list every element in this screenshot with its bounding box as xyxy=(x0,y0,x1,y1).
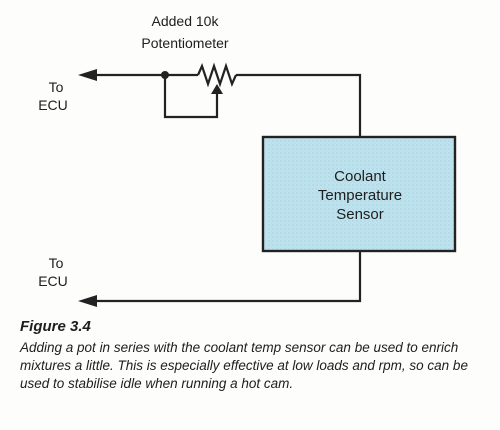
bottom-arrow-icon xyxy=(78,295,97,307)
sensor-label-line2: Temperature xyxy=(317,186,403,204)
ecu-top-label-line2: ECU xyxy=(38,97,68,113)
sensor-label-line3: Sensor xyxy=(336,205,384,223)
top-wire-right xyxy=(236,73,362,138)
caption-title: Figure 3.4 xyxy=(20,318,91,335)
sensor-box-texture xyxy=(265,139,453,249)
sensor-label: Coolant Temperature Sensor xyxy=(265,140,455,250)
ecu-top-label-line1: To xyxy=(48,79,64,95)
ecu-bottom-label-line1: To xyxy=(48,255,64,271)
wiper-arrow-icon xyxy=(211,84,223,94)
potentiometer-label-line1: Added 10k xyxy=(151,13,219,29)
top-arrow-icon xyxy=(78,69,97,81)
sensor-label-line1: Coolant xyxy=(334,167,386,185)
figure-caption: Figure 3.4 Adding a pot in series with t… xyxy=(20,318,482,393)
potentiometer-wiper-wire xyxy=(163,75,219,119)
bottom-wire xyxy=(96,251,362,303)
circuit-diagram xyxy=(78,62,457,307)
ecu-bottom-label-line2: ECU xyxy=(38,273,68,289)
potentiometer-resistor-icon xyxy=(196,62,238,88)
caption-body: Adding a pot in series with the coolant … xyxy=(20,340,468,391)
potentiometer-label-line2: Potentiometer xyxy=(141,35,229,51)
